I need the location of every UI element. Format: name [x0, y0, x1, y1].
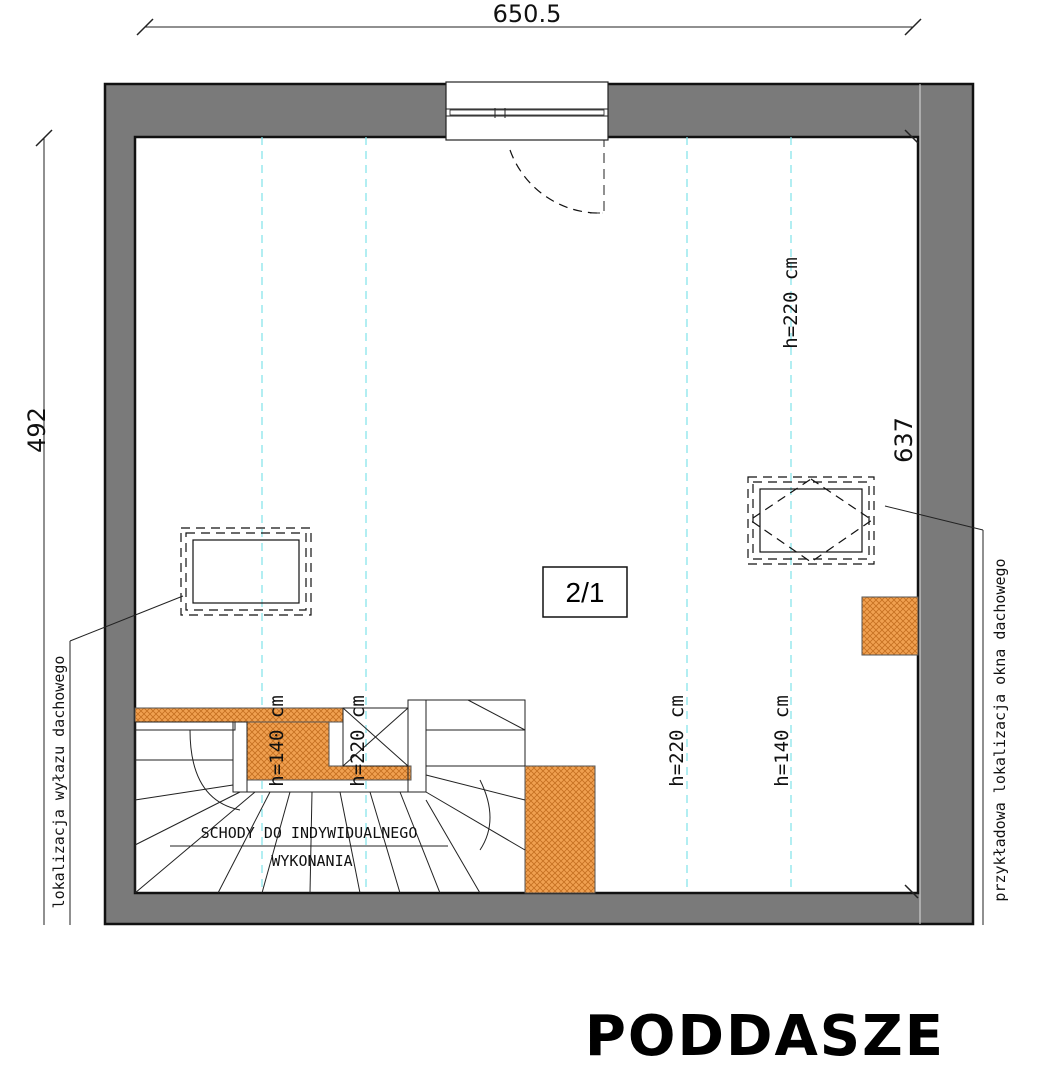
window-location-note: przykładowa lokalizacja okna dachowego: [991, 558, 1009, 901]
height-label-stairs-right: h=220 cm: [347, 695, 369, 787]
height-label-right: h=140 cm: [771, 695, 793, 787]
wall-bottom: [105, 893, 973, 924]
left-dimension: 492: [23, 129, 53, 925]
right-dimension-label: 637: [890, 417, 918, 463]
height-label-stairs-left: h=140 cm: [266, 695, 288, 787]
top-dimension: 650.5: [136, 0, 922, 36]
height-label-center: h=220 cm: [666, 695, 688, 787]
wall-right: [918, 84, 973, 924]
stairs: SCHODY DO INDYWIDUALNEGO WYKONANIA: [134, 699, 596, 894]
stairs-note-line1: SCHODY DO INDYWIDUALNEGO: [201, 824, 418, 842]
height-label-upper-right: h=220 cm: [780, 257, 802, 349]
left-dimension-label: 492: [23, 407, 51, 453]
stair-beam-top: [134, 707, 344, 723]
roof-hatch: [69, 527, 312, 925]
vent-location-note: lokalizacja wyłazu dachowego: [50, 656, 68, 909]
top-dimension-label: 650.5: [493, 0, 562, 28]
wall-left: [105, 84, 135, 924]
plan-title: PODDASZE: [585, 1004, 945, 1069]
room-label: 2/1: [542, 566, 628, 618]
roof-window: [747, 476, 984, 925]
stairs-note-line2: WYKONANIA: [271, 852, 352, 870]
room-number: 2/1: [566, 577, 605, 608]
chimney-stairs: [524, 765, 596, 894]
door: [445, 81, 609, 214]
chimney-right: [861, 596, 919, 656]
